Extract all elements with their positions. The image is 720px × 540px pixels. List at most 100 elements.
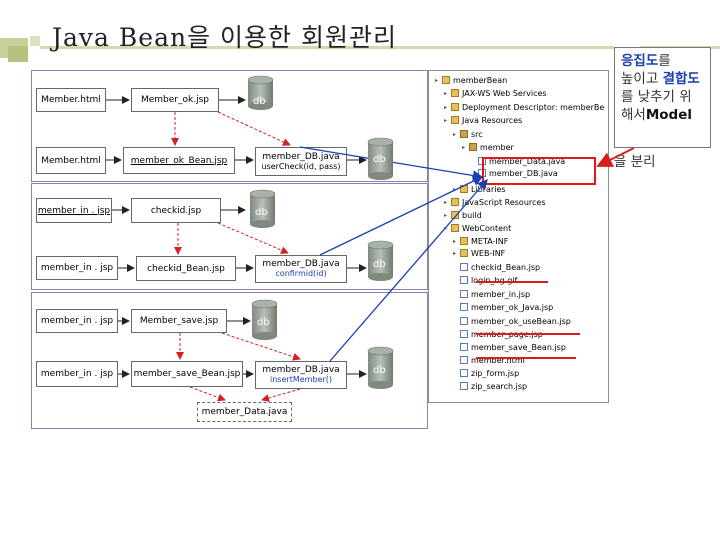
checkid-jsp-box: checkid.jsp (131, 198, 221, 223)
jsp-file-icon (460, 382, 468, 390)
member-in-jsp-box: member_in . jsp (36, 361, 118, 387)
folder-icon (451, 116, 459, 124)
tree-item-label: member.html (471, 355, 525, 365)
box-label: member_save_Bean.jsp (133, 369, 241, 379)
tree-item[interactable]: ▸memberBean (435, 75, 507, 85)
member-ok-jsp-box: Member_ok.jsp (131, 88, 219, 112)
decor-line (40, 46, 614, 49)
tree-toggle-icon[interactable]: ▸ (444, 211, 448, 219)
tree-toggle-icon[interactable]: ▸ (462, 143, 466, 151)
tree-item[interactable]: ▸ src (453, 129, 483, 139)
tree-item[interactable]: ▸ Deployment Descriptor: memberBe (444, 102, 604, 112)
tree-toggle-icon[interactable]: ▸ (453, 237, 457, 245)
tree-item-label: Deployment Descriptor: memberBe (462, 102, 605, 112)
member-save-jsp-box: Member_save.jsp (131, 309, 227, 333)
tree-toggle-icon[interactable]: ▸ (444, 198, 448, 206)
tree-toggle-icon[interactable]: ▸ (444, 89, 448, 97)
tree-item[interactable]: ▸ META-INF (453, 236, 508, 246)
tree-item[interactable]: ▸ member (462, 142, 514, 152)
tree-item-label: JAX-WS Web Services (462, 88, 547, 98)
box-label: checkid_Bean.jsp (147, 263, 225, 274)
member-in-jsp-box: member_in . jsp (36, 256, 118, 280)
tree-item[interactable]: ▸ Java Resources (444, 115, 522, 125)
tree-item-label: Java Resources (462, 115, 523, 125)
method-label: userCheck(id, pass) (261, 161, 341, 171)
package-icon (460, 130, 468, 138)
tree-item[interactable]: ▸ JavaScript Resources (444, 197, 546, 207)
box-label: member_in . jsp (40, 316, 114, 326)
tree-toggle-icon[interactable]: ▸ (453, 185, 457, 193)
model-highlight-box (482, 157, 596, 185)
note-coupling: 결합도 (662, 71, 700, 87)
note-text: 를 낮추기 위해서 (621, 89, 692, 123)
jsp-file-icon (460, 317, 468, 325)
tree-item-label: login_bg.gif (471, 275, 518, 285)
tree-toggle-icon[interactable]: ▸ (453, 249, 457, 257)
tree-item-label: src (471, 129, 483, 139)
tree-item[interactable]: login_bg.gif (453, 275, 517, 285)
box-label: Member_save.jsp (139, 316, 219, 326)
tree-item[interactable]: ▸ Libraries (453, 184, 506, 194)
box-label: Member.html (41, 155, 101, 166)
tree-item[interactable]: checkid_Bean.jsp (453, 262, 540, 272)
tree-item[interactable]: ▸WEB-INF (453, 248, 505, 258)
jsp-file-icon (460, 369, 468, 377)
tree-item-label: build (462, 210, 482, 220)
tree-toggle-icon[interactable]: ▸ (444, 116, 448, 124)
member-html-box: Member.html (36, 88, 106, 112)
tree-toggle-icon[interactable]: ▸ (435, 76, 439, 84)
tree-item-label: checkid_Bean.jsp (471, 262, 541, 272)
tree-item-label: member_save_Bean.jsp (471, 342, 566, 352)
box-label: checkid.jsp (150, 205, 202, 216)
jsp-file-icon (460, 330, 468, 338)
member-html-box: Member.html (36, 147, 106, 174)
tree-item[interactable]: member_save_Bean.jsp (453, 342, 566, 352)
tree-item-label: member_Data.java (489, 156, 566, 166)
html-file-icon (460, 356, 468, 364)
tree-item-label: member_ok_Java.jsp (471, 302, 554, 312)
tree-toggle-icon[interactable]: ▸ (444, 103, 448, 111)
box-label: Member_ok.jsp (140, 95, 209, 105)
page-title: Java Bean을 이용한 회원관리 (52, 23, 397, 52)
tree-item[interactable]: zip_search.jsp (453, 381, 527, 391)
tree-item-label: member (480, 142, 514, 152)
decor-square (30, 36, 40, 46)
tree-item[interactable]: member_ok_Java.jsp (453, 302, 553, 312)
tree-item-label: JavaScript Resources (462, 197, 546, 207)
tree-item[interactable]: member_ok_useBean.jsp (453, 316, 571, 326)
tree-item[interactable]: ▸ build (444, 210, 482, 220)
jsp-file-icon (460, 263, 468, 271)
note-model: Model (645, 107, 692, 123)
checkid-bean-jsp-box: checkid_Bean.jsp (136, 256, 236, 281)
method-label: insertMember() (270, 375, 332, 384)
box-label: member_Data.java (201, 407, 288, 417)
member-in-jsp-box: member_in . jsp (36, 309, 118, 333)
project-explorer[interactable]: ▸memberBean▸JAX-WS Web Services▸Deployme… (428, 70, 609, 403)
image-file-icon (460, 276, 468, 284)
box-label: Member.html (41, 95, 101, 105)
tree-toggle-icon[interactable]: ▸ (444, 224, 448, 232)
tree-item[interactable]: ▸ JAX-WS Web Services (444, 88, 547, 98)
tree-item-label: Libraries (471, 184, 506, 194)
folder-icon (451, 103, 459, 111)
highlight-underline (476, 281, 548, 283)
box-label: member_ok_Bean.jsp (130, 155, 228, 166)
method-label: confirmid(id) (275, 269, 327, 278)
project-icon (442, 76, 450, 84)
box-label: member_DB.java (262, 365, 340, 375)
box-label: member_in . jsp (40, 263, 114, 273)
tree-toggle-icon[interactable]: ▸ (453, 130, 457, 138)
jsp-file-icon (460, 290, 468, 298)
package-icon (469, 143, 477, 151)
box-label: member_DB.java (262, 151, 340, 162)
member-data-java-box: member_Data.java (197, 402, 292, 422)
tree-item-label: META-INF (471, 236, 509, 246)
tree-item[interactable]: member_in.jsp (453, 289, 530, 299)
folder-icon (451, 224, 459, 232)
tree-item-label: member_ok_useBean.jsp (471, 316, 571, 326)
tree-item[interactable]: zip_form.jsp (453, 368, 519, 378)
tree-item[interactable]: ▸WebContent (444, 223, 511, 233)
folder-icon (451, 211, 459, 219)
note-cohesion: 응집도 (621, 53, 659, 69)
